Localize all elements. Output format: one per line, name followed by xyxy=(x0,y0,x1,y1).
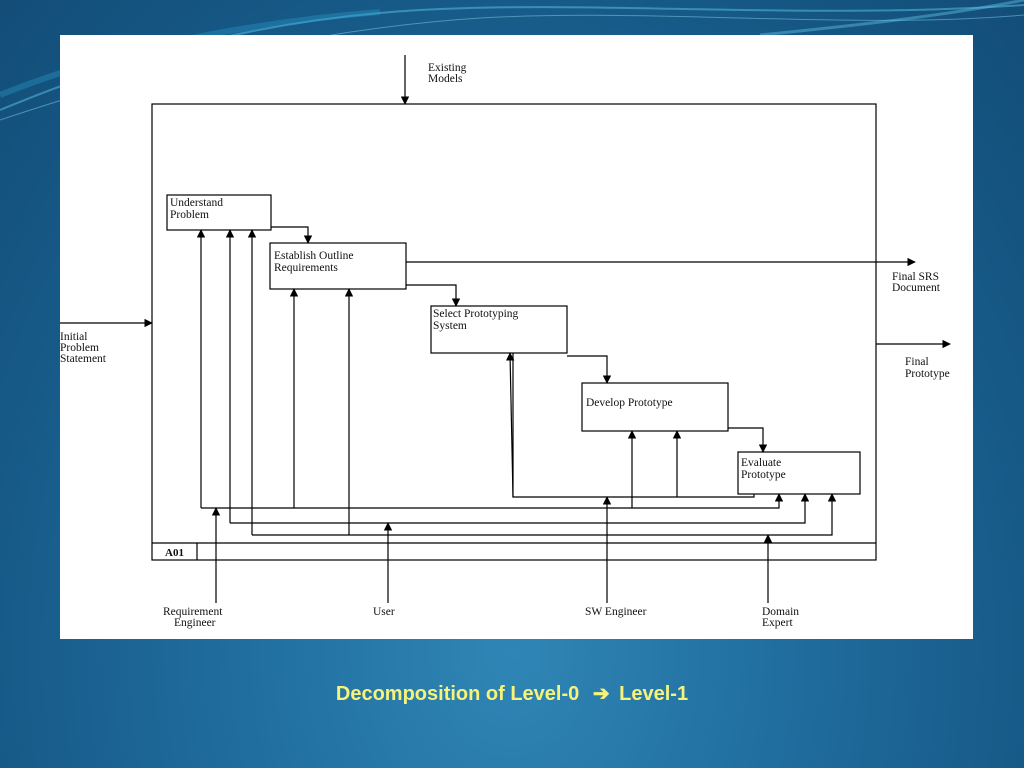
idef0-diagram: A01 Existing Models Initial Problem Stat… xyxy=(60,55,951,629)
activity-establish-box xyxy=(269,242,407,290)
mechanism-domain-label-1: Domain xyxy=(762,606,799,618)
activity-understand-label-2: Problem xyxy=(170,209,209,221)
activity-develop-label: Develop Prototype xyxy=(586,397,673,409)
activity-evaluate-label-1: Evaluate xyxy=(741,457,781,469)
context-frame xyxy=(151,103,877,561)
mechanism-domain-label-2: Expert xyxy=(762,617,793,629)
bus-line-1 xyxy=(201,493,784,509)
activity-understand-label-1: Understand xyxy=(170,197,223,209)
flow-arrow-1 xyxy=(271,226,313,244)
bus-line-3 xyxy=(252,493,837,536)
diagram-panel: A01 Existing Models Initial Problem Stat… xyxy=(60,35,973,639)
caption-left: Decomposition of Level-0 xyxy=(335,683,580,705)
activity-select-box xyxy=(430,305,568,354)
input-label-3: Statement xyxy=(60,353,107,365)
activity-select-label-1: Select Prototyping xyxy=(433,308,519,320)
mechanism-sw-eng-label: SW Engineer xyxy=(585,606,647,618)
activity-establish-label-2: Requirements xyxy=(274,262,338,274)
arrow-right-icon: ➔ xyxy=(592,683,610,705)
activity-evaluate-box xyxy=(737,451,861,495)
output-prototype-label-2: Prototype xyxy=(905,368,950,380)
activity-develop-box xyxy=(581,382,729,432)
bus-line-2 xyxy=(230,493,810,524)
activity-select-label-2: System xyxy=(433,320,467,332)
flow-arrow-4 xyxy=(728,427,768,453)
activity-establish-label-1: Establish Outline xyxy=(274,250,354,262)
output-prototype-label-1: Final xyxy=(905,356,929,368)
frame-label: A01 xyxy=(165,547,184,559)
bus-line-4 xyxy=(512,353,755,498)
output-srs-label-2: Document xyxy=(892,282,941,294)
flow-arrow-2 xyxy=(406,284,461,307)
activity-understand-box xyxy=(166,194,272,231)
control-label-1: Existing xyxy=(428,62,467,74)
flow-arrow-3 xyxy=(567,355,612,384)
input-label-2: Problem xyxy=(60,342,99,354)
input-label-1: Initial xyxy=(60,331,87,343)
caption-right: Level-1 xyxy=(619,683,689,705)
output-srs-label-1: Final SRS xyxy=(892,271,939,283)
mechanism-user-label: User xyxy=(373,606,395,618)
slide-caption: Decomposition of Level-0 ➔ Level-1 xyxy=(0,681,1024,706)
mechanism-req-eng-label-2: Engineer xyxy=(174,617,216,629)
activity-evaluate-label-2: Prototype xyxy=(741,469,786,481)
mechanism-req-eng-label-1: Requirement xyxy=(163,606,223,618)
control-label-2: Models xyxy=(428,73,463,85)
